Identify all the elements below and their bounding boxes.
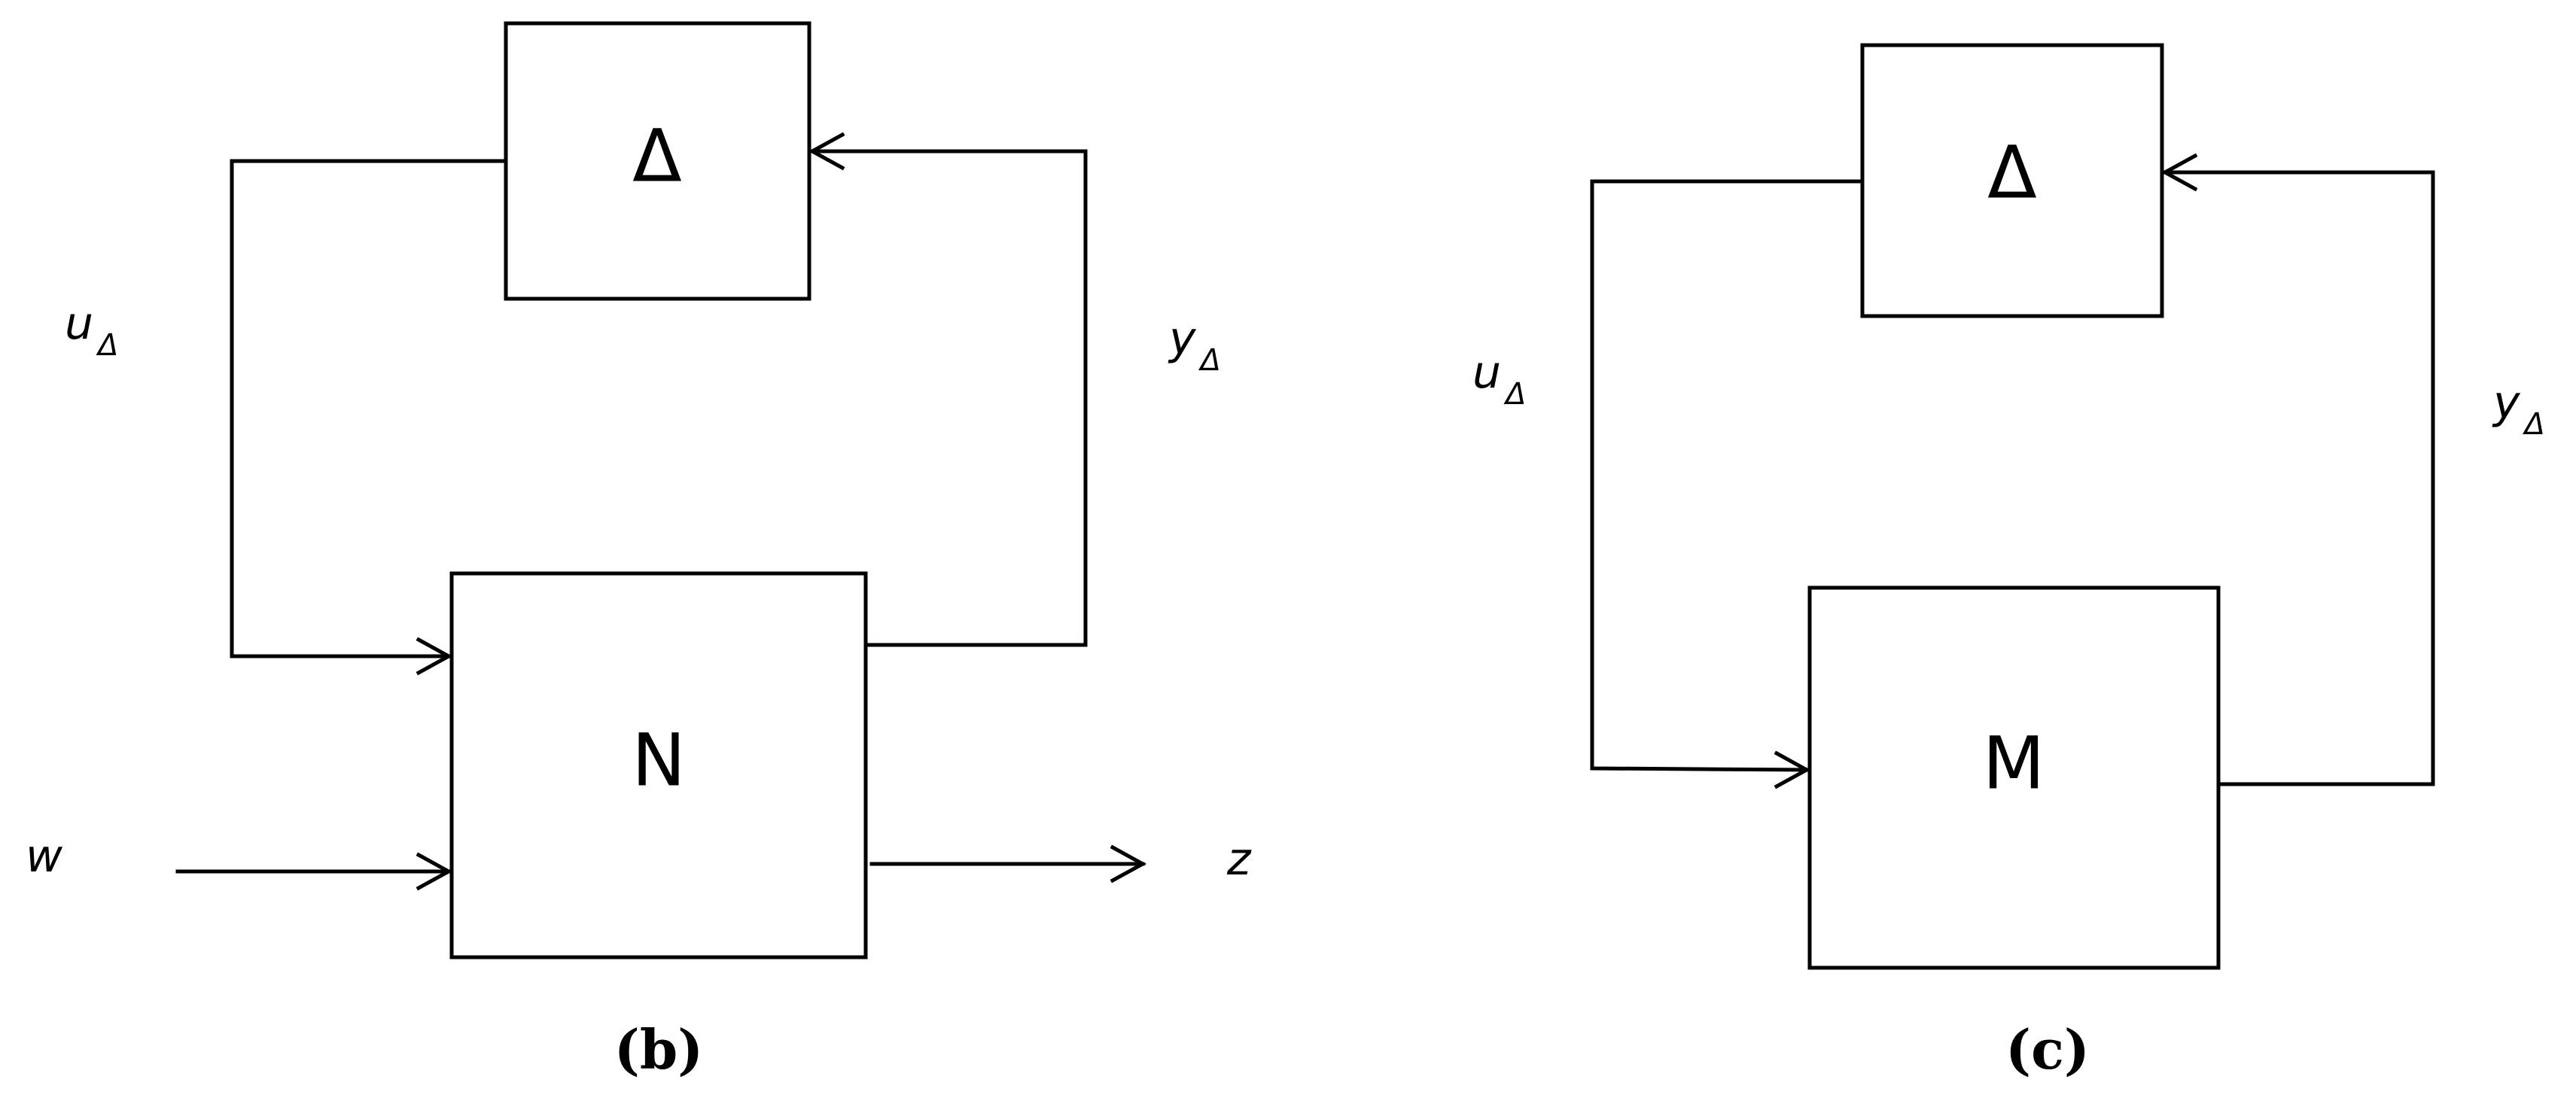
u-delta-path-c: [1590, 179, 1865, 772]
delta-block-b: [504, 21, 811, 301]
y-delta-path-b: [810, 149, 1088, 647]
caption-b: (b): [614, 1017, 703, 1081]
u-delta-path-b: [230, 159, 508, 658]
m-block-label: M: [1983, 721, 2045, 805]
caption-c: (c): [2005, 1017, 2090, 1081]
z-label: z: [1226, 833, 1252, 886]
n-block: [449, 571, 868, 959]
delta-block-c: [1860, 43, 2164, 318]
w-label: w: [26, 830, 63, 883]
delta-block-c-label: Δ: [1987, 130, 2037, 214]
y-delta-arrowhead-b: [808, 132, 845, 171]
y-delta-arrowhead-c: [2160, 153, 2198, 192]
u-delta-arrowhead-c: [1774, 750, 1811, 789]
w-arrowhead: [416, 852, 453, 891]
y-delta-path-c: [2163, 170, 2435, 786]
m-block: [1807, 585, 2221, 970]
z-arrowhead: [1110, 844, 1147, 883]
u-delta-arrowhead-b: [416, 637, 453, 676]
delta-block-b-label: Δ: [632, 114, 682, 198]
n-block-label: N: [632, 718, 686, 802]
